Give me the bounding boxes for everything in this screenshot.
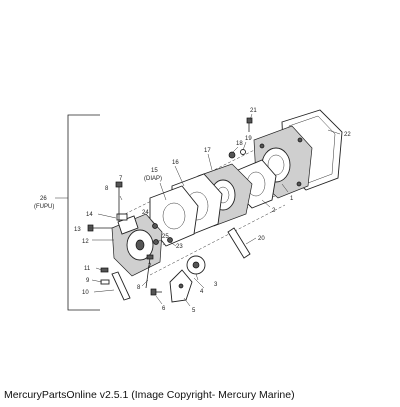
callout-18: 18 [236,141,243,147]
fitting-24 [152,223,158,229]
image-caption: MercuryPartsOnline v2.5.1 (Image Copyrig… [4,389,295,401]
callout-21: 21 [250,108,257,114]
callout-16: 16 [172,160,179,166]
fitting-11 [100,267,109,273]
screw-8 [115,181,123,222]
callout-14: 14 [86,212,93,218]
callout-7b: 7 [148,264,152,270]
fuel-pump-exploded-diagram: 1 2 3 4 5 6 7 7 8 8 9 10 11 12 13 14 15 … [34,108,351,314]
callout-4: 4 [200,289,204,295]
spring-5 [169,269,193,303]
callout-26-sub: (FUPU) [34,204,54,210]
callout-11: 11 [84,266,91,272]
leader-lines [88,113,341,307]
callout-8b: 8 [137,285,141,291]
callout-labels: 1 2 3 4 5 6 7 7 8 8 9 10 11 12 13 14 15 … [34,108,351,314]
callout-15-sub: (DIAP) [144,176,162,182]
callout-15: 15 [151,168,158,174]
fitting-9 [100,279,110,285]
callout-23: 23 [176,244,183,250]
fitting-14 [116,213,128,221]
callout-20: 20 [258,236,265,242]
callout-24: 24 [142,210,149,216]
pump-body-12 [111,213,163,277]
hardware-18 [228,151,236,159]
callout-8a: 8 [105,186,109,192]
callout-19: 19 [245,136,252,142]
callout-7a: 7 [119,176,123,182]
callout-10: 10 [82,290,89,296]
hardware-19 [240,149,246,155]
callout-26: 26 [40,196,47,202]
callout-6: 6 [162,306,166,312]
callout-22: 22 [344,132,351,138]
callout-3: 3 [214,282,218,288]
screw-21 [246,117,253,132]
callout-5: 5 [192,308,196,314]
hose-20 [227,227,251,259]
screw-6 [150,288,162,296]
hose-10 [111,271,131,301]
valve-3-4 [186,255,206,275]
fitting-25 [167,237,173,243]
callout-9: 9 [86,278,90,284]
assembly-bracket [55,114,100,311]
callout-25: 25 [162,234,169,240]
screw-8-lower [145,254,154,289]
callout-13: 13 [74,227,81,233]
fitting-23 [153,239,159,245]
callout-2: 2 [272,208,276,214]
callout-17: 17 [204,148,211,154]
callout-12: 12 [82,239,89,245]
callout-1: 1 [290,196,294,202]
